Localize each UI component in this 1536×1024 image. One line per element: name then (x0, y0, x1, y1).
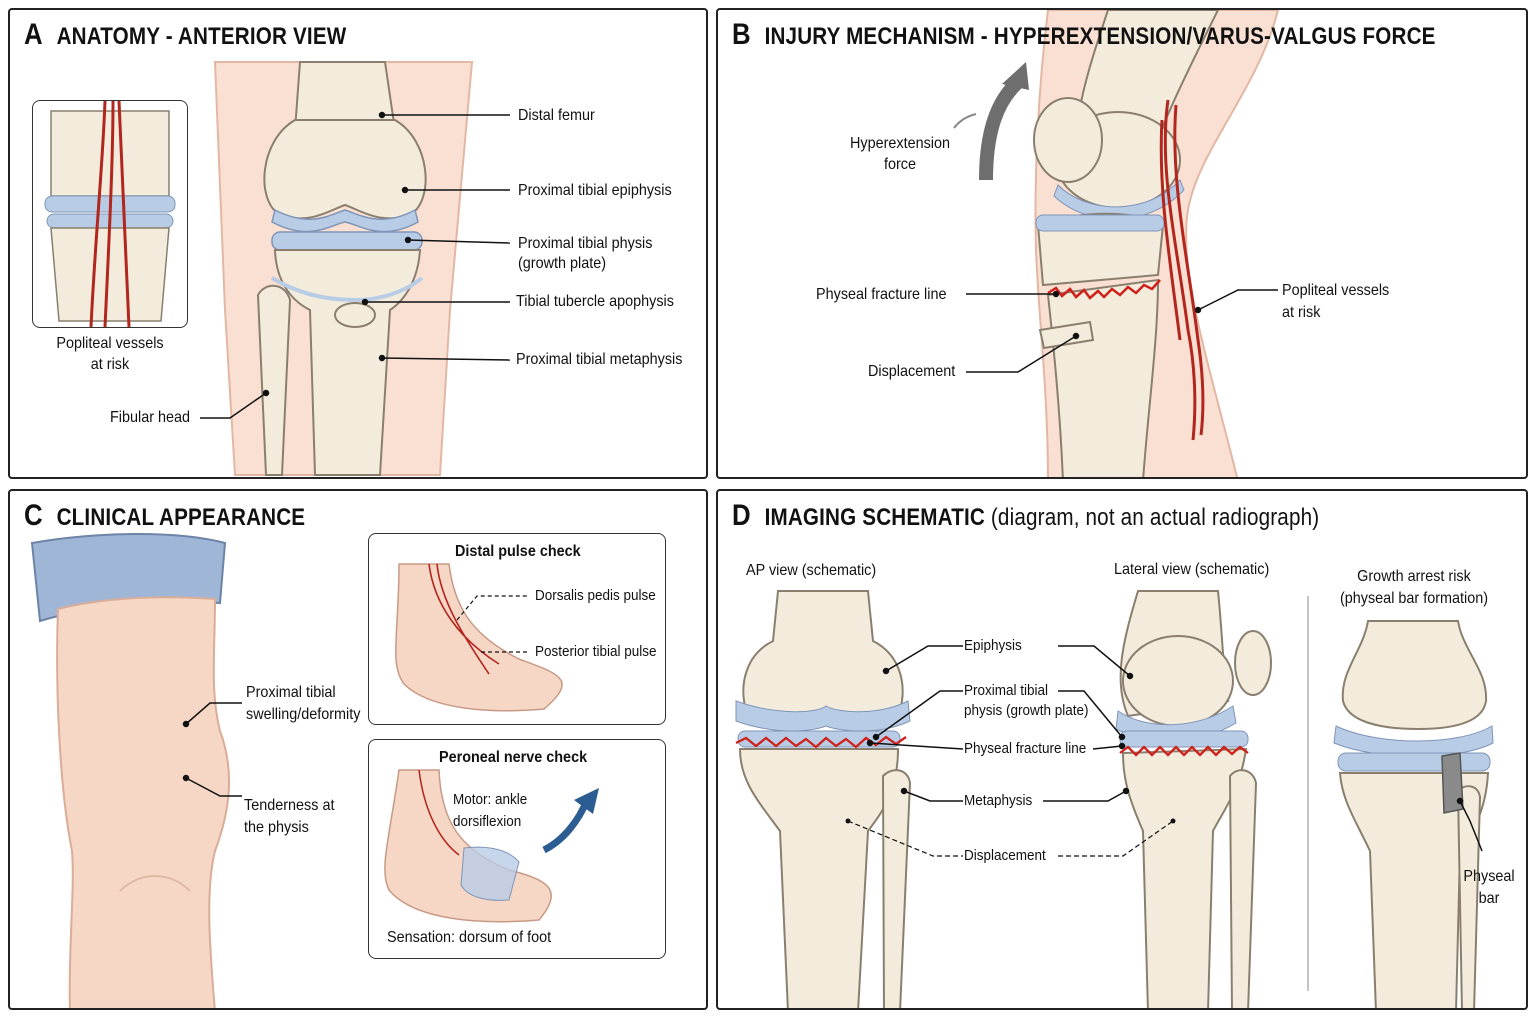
patella (1033, 97, 1103, 183)
growth-arrest-view (1333, 620, 1494, 1008)
femoral-cartilage (271, 208, 419, 233)
label-distal-femur: Distal femur (518, 107, 595, 124)
label-tenderness-2: the physis (244, 819, 309, 836)
panel-d-letter: D (732, 499, 751, 532)
label-growth-plate: (growth plate) (518, 255, 607, 272)
popliteal-vessels (1159, 99, 1205, 441)
knee-crease (119, 875, 191, 892)
nerve-box-title: Peroneal nerve check (439, 749, 588, 766)
label-lateral-view: Lateral view (schematic) (1114, 561, 1270, 578)
imaging-illustration (735, 590, 1494, 1008)
tibia (273, 249, 422, 476)
inset-label-2: at risk (90, 356, 130, 373)
leg (56, 596, 231, 1008)
label-popliteal-2: at risk (1282, 304, 1321, 321)
label-physis-2: physis (growth plate) (964, 702, 1089, 719)
label-physeal-bar-2: bar (1478, 890, 1500, 907)
lateral-view (1115, 590, 1272, 1008)
clinical-illustration (30, 533, 242, 1008)
tibial-cartilage (1035, 214, 1165, 232)
foot-nerve-illustration (384, 769, 599, 923)
inset-label-1: Popliteal vessels (56, 335, 164, 352)
tibial-metaphysis (1046, 278, 1160, 477)
label-fracture-line: Physeal fracture line (964, 740, 1087, 757)
label-displacement: Displacement (964, 847, 1046, 864)
foot-pulse-illustration (394, 563, 563, 712)
hyperextension-arrow (979, 76, 1023, 181)
ap-view (735, 590, 912, 1008)
label-motor-1: Motor: ankle (453, 791, 528, 808)
physis-line (270, 276, 424, 303)
label-popliteal-1: Popliteal vessels (1282, 282, 1390, 299)
fibula (256, 284, 292, 476)
popliteal-inset-illustration (44, 101, 176, 327)
femur-condyles (263, 119, 427, 220)
pulse-box-title: Distal pulse check (455, 543, 581, 560)
label-posterior-tibial: Posterior tibial pulse (535, 643, 657, 660)
label-growth-arrest-1: Growth arrest risk (1357, 568, 1471, 585)
label-swelling-2: swelling/deformity (246, 706, 361, 723)
hyperextension-arrowhead (1002, 62, 1029, 90)
label-fibular-head: Fibular head (110, 409, 191, 426)
displaced-fragment (1038, 320, 1095, 350)
label-tibial-metaphysis: Proximal tibial metaphysis (516, 351, 683, 368)
label-swelling-1: Proximal tibial (246, 684, 336, 701)
label-physis-1: Proximal tibial (964, 682, 1049, 699)
physeal-fracture-zigzag (1047, 279, 1161, 300)
label-dorsalis-pedis: Dorsalis pedis pulse (535, 587, 656, 604)
label-metaphysis: Metaphysis (964, 792, 1033, 809)
label-displacement: Displacement (868, 363, 956, 380)
physeal-bar-shape (1441, 752, 1464, 814)
force-curve (953, 113, 977, 129)
panel-c-letter: C (24, 499, 43, 532)
panel-a-letter: A (24, 18, 43, 51)
label-tibial-epiphysis: Proximal tibial epiphysis (518, 182, 672, 199)
label-ap-view: AP view (schematic) (746, 562, 877, 579)
label-physeal-fracture-line: Physeal fracture line (816, 286, 947, 303)
panel-b-letter: B (732, 18, 751, 51)
tibial-tubercle (334, 302, 376, 328)
label-tibial-tubercle: Tibial tubercle apophysis (516, 293, 674, 310)
label-tenderness-1: Tenderness at (244, 797, 335, 814)
label-tibial-physis: Proximal tibial physis (518, 235, 653, 252)
label-sensation: Sensation: dorsum of foot (387, 929, 552, 946)
label-physeal-bar-1: Physeal (1463, 868, 1515, 885)
label-hyperextension-1: Hyperextension (849, 135, 951, 152)
distal-pulse-box: Distal pulse check Dorsalis pedis pulse … (368, 533, 666, 725)
label-hyperextension-2: force (883, 156, 917, 173)
label-motor-2: dorsiflexion (453, 813, 522, 830)
anatomy-illustration (200, 61, 511, 476)
injury-illustration (953, 10, 1280, 477)
popliteal-inset (32, 100, 188, 328)
peroneal-nerve-box: Peroneal nerve check Motor: ankle dorsif… (368, 739, 666, 959)
tibial-cartilage (271, 231, 423, 251)
label-growth-arrest-2: (physeal bar formation) (1339, 590, 1489, 607)
label-epiphysis: Epiphysis (964, 637, 1022, 654)
